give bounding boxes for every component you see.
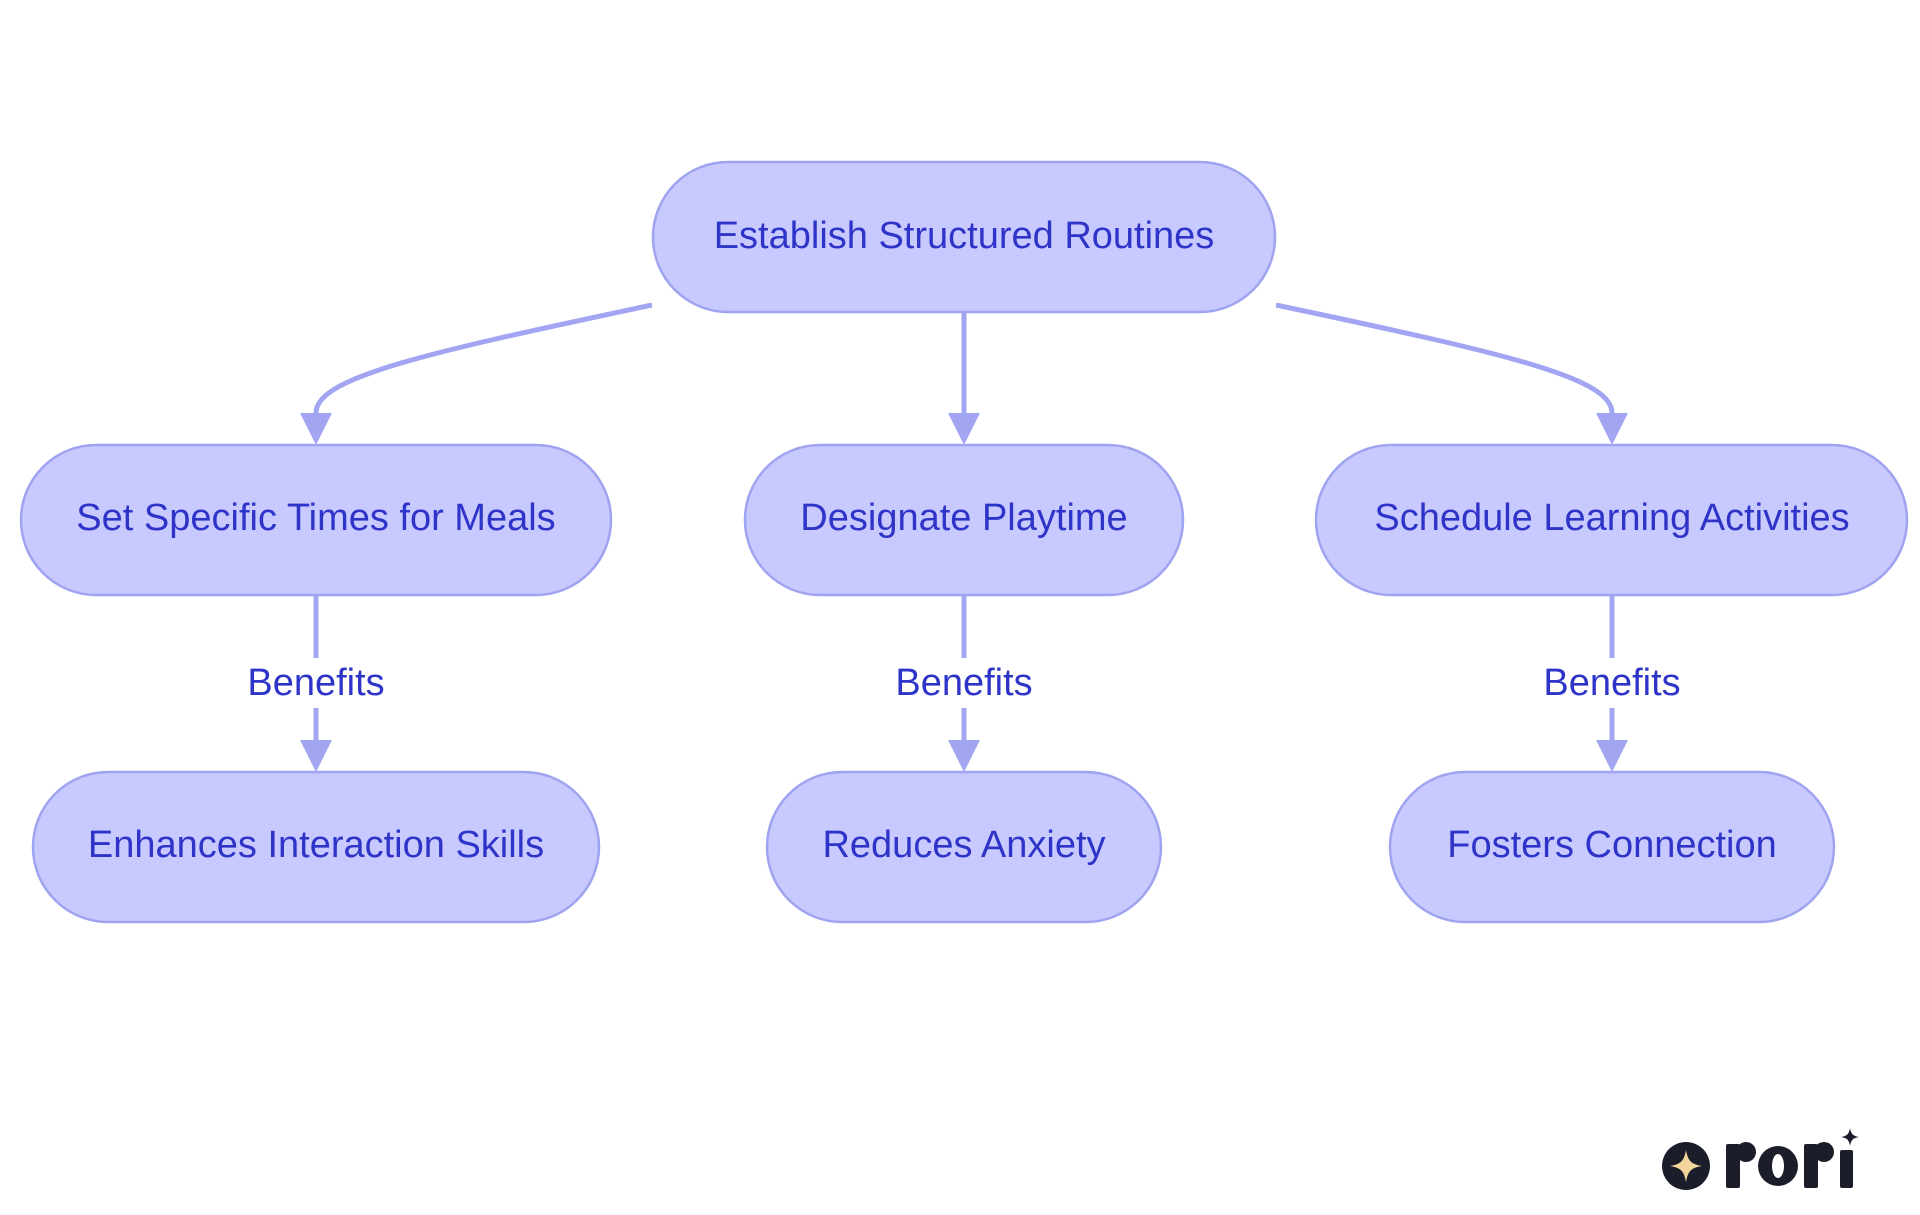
- edge-learning-to-connection: Benefits: [1534, 596, 1690, 772]
- edge-label-benefits: Benefits: [247, 662, 384, 704]
- edge-meals-to-interaction: Benefits: [238, 596, 394, 772]
- edge-root-to-playtime: [948, 312, 980, 445]
- node-label: Designate Playtime: [800, 497, 1127, 539]
- edge-playtime-to-anxiety: Benefits: [886, 596, 1042, 772]
- node-label: Set Specific Times for Meals: [76, 497, 555, 539]
- edge-root-to-learning: [1275, 302, 1628, 445]
- sparkle-icon: [1662, 1142, 1710, 1190]
- node-reduces-anxiety: Reduces Anxiety: [765, 770, 1163, 924]
- node-designate-playtime: Designate Playtime: [743, 443, 1185, 597]
- node-label: Schedule Learning Activities: [1374, 497, 1849, 539]
- node-establish-structured-routines: Establish Structured Routines: [651, 160, 1277, 314]
- node-schedule-learning-activities: Schedule Learning Activities: [1314, 443, 1909, 597]
- edge-label-benefits: Benefits: [895, 662, 1032, 704]
- edge-root-to-meals: [300, 302, 653, 445]
- edge-label-benefits: Benefits: [1543, 662, 1680, 704]
- node-label: Establish Structured Routines: [714, 215, 1215, 257]
- node-enhances-interaction-skills: Enhances Interaction Skills: [31, 770, 601, 924]
- node-label: Fosters Connection: [1447, 824, 1777, 866]
- node-set-specific-times-for-meals: Set Specific Times for Meals: [19, 443, 613, 597]
- logo-wordmark: [1726, 1128, 1859, 1188]
- node-fosters-connection: Fosters Connection: [1388, 770, 1836, 924]
- node-label: Enhances Interaction Skills: [88, 824, 544, 866]
- rori-logo: [1662, 1128, 1859, 1190]
- node-label: Reduces Anxiety: [822, 824, 1105, 866]
